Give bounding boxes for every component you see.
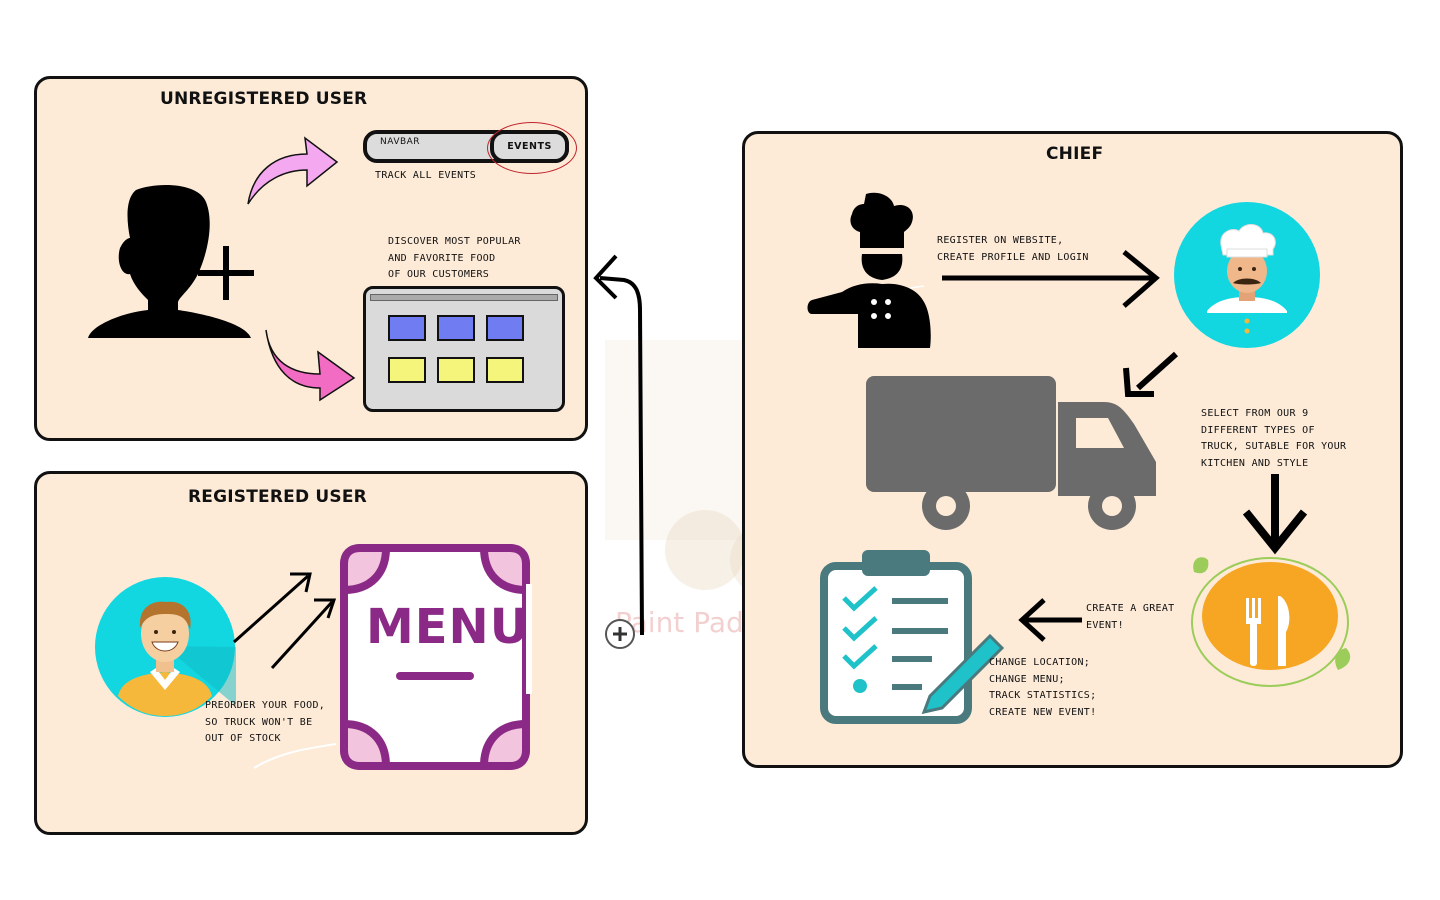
browser-address-bar bbox=[370, 294, 558, 301]
menu-card-icon bbox=[340, 544, 532, 770]
down-arrow-icon bbox=[1242, 474, 1308, 555]
food-tile[interactable] bbox=[388, 315, 426, 341]
panel-title-unregistered: UNREGISTERED USER bbox=[160, 89, 368, 109]
food-tile[interactable] bbox=[437, 357, 475, 383]
navbar-label: NAVBAR bbox=[380, 137, 421, 147]
track-events-caption: TRACK ALL EVENTS bbox=[375, 170, 477, 181]
food-tile[interactable] bbox=[486, 315, 524, 341]
clipboard-checklist-icon bbox=[820, 550, 1005, 724]
food-tile[interactable] bbox=[486, 357, 524, 383]
browser-window-mock bbox=[363, 286, 565, 412]
panel-title-registered: REGISTERED USER bbox=[188, 487, 367, 507]
chef-avatar-icon bbox=[1174, 202, 1320, 348]
event-caption: CREATE A GREAT EVENT! bbox=[1086, 603, 1175, 631]
add-user-icon bbox=[88, 185, 254, 338]
connector-arrow-icon bbox=[593, 254, 644, 636]
pink-arrow-up-icon bbox=[247, 136, 339, 205]
preorder-caption: PREORDER YOUR FOOD, SO TRUCK WON'T BE OU… bbox=[205, 700, 326, 744]
events-highlight-ellipse bbox=[487, 122, 577, 174]
register-caption: REGISTER ON WEBSITE, CREATE PROFILE AND … bbox=[937, 235, 1089, 263]
menu-word: MENU bbox=[366, 599, 530, 655]
right-arrow-icon bbox=[942, 250, 1160, 308]
food-truck-icon bbox=[866, 376, 1156, 530]
add-circle-icon[interactable] bbox=[604, 618, 636, 650]
white-swoosh bbox=[253, 743, 337, 769]
manage-caption: CHANGE LOCATION; CHANGE MENU; TRACK STAT… bbox=[989, 657, 1097, 718]
panel-title-chief: CHIEF bbox=[1046, 144, 1104, 164]
left-arrow-icon bbox=[1018, 598, 1082, 642]
plate-cutlery-icon bbox=[1191, 557, 1351, 687]
user-avatar-icon bbox=[95, 577, 236, 717]
black-double-arrow-icon bbox=[233, 572, 337, 670]
truck-caption: SELECT FROM OUR 9 DIFFERENT TYPES OF TRU… bbox=[1201, 408, 1347, 469]
diagonal-arrow-icon bbox=[1123, 351, 1179, 397]
chef-silhouette-icon bbox=[807, 192, 931, 348]
discover-caption: DISCOVER MOST POPULAR AND FAVORITE FOOD … bbox=[388, 236, 521, 280]
pink-arrow-down-icon bbox=[265, 329, 356, 402]
food-tile[interactable] bbox=[388, 357, 426, 383]
food-tile[interactable] bbox=[437, 315, 475, 341]
